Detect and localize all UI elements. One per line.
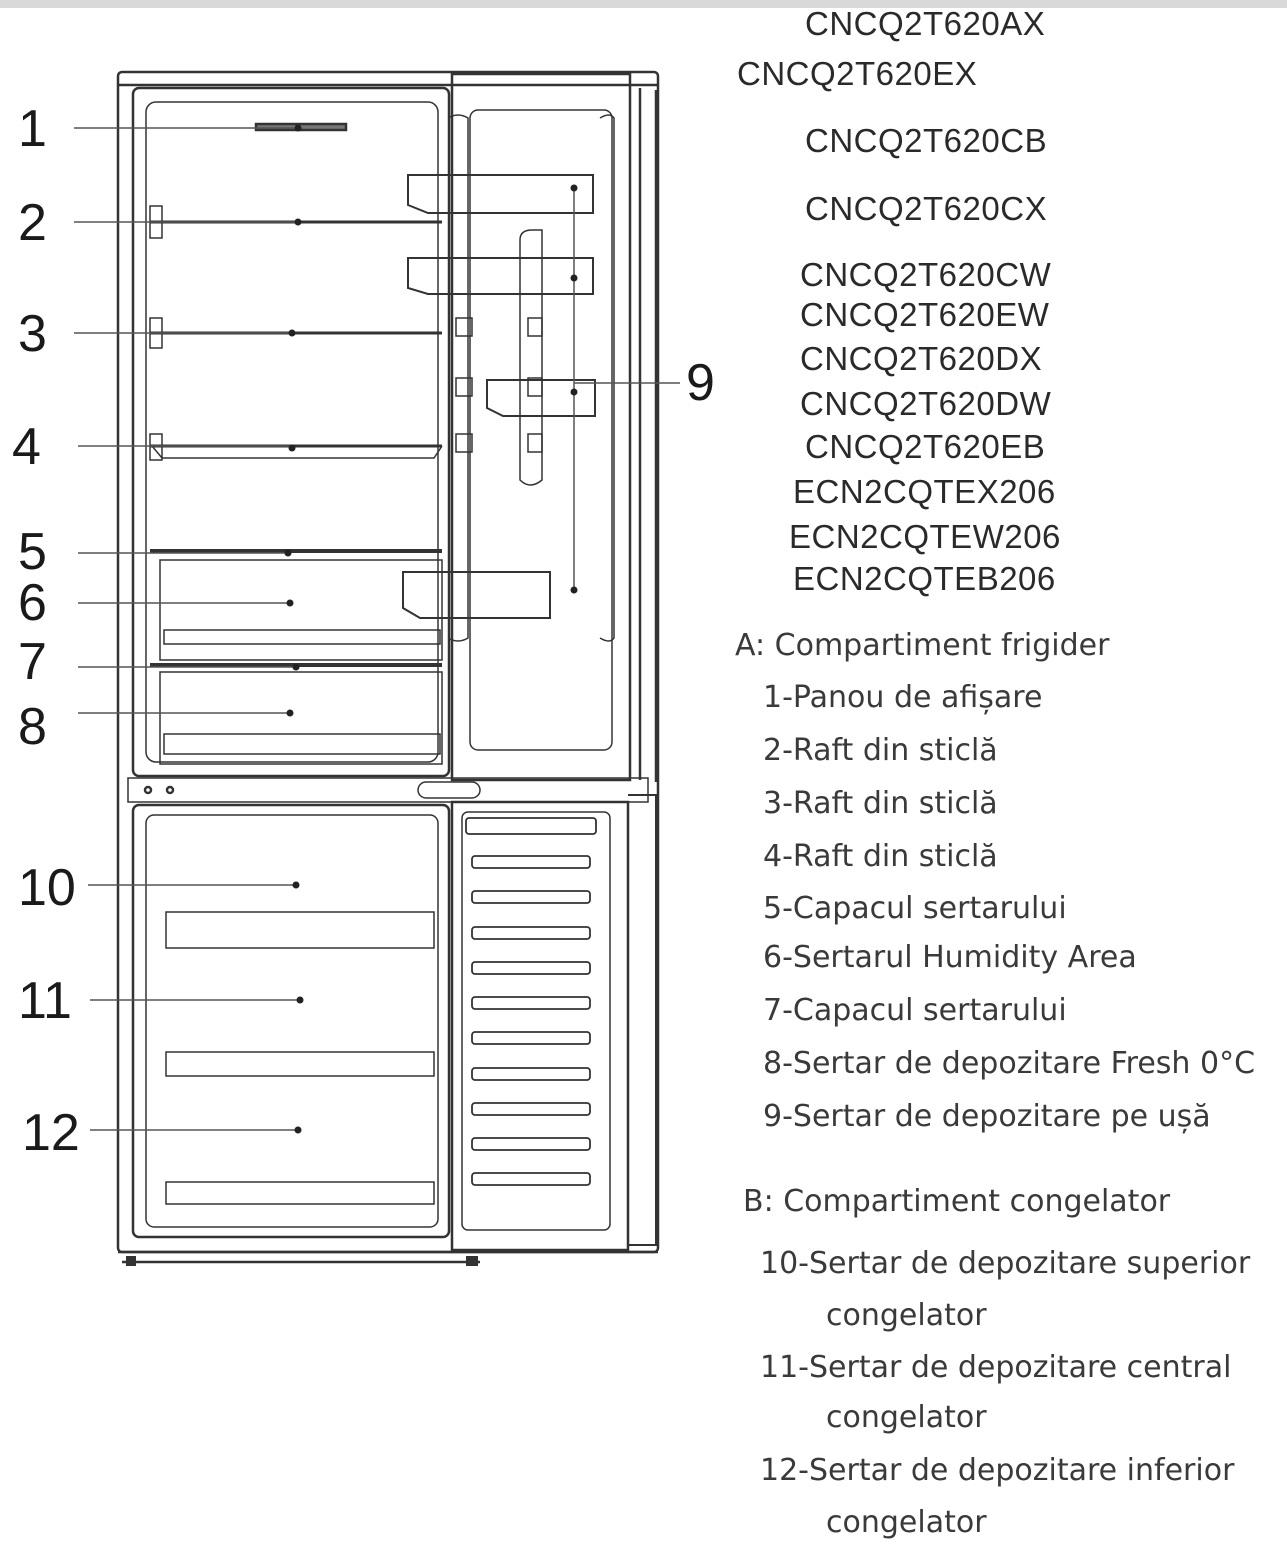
legend-item: 9-Sertar de depozitare pe ușă (763, 1099, 1211, 1134)
freezer-compartment (131, 803, 451, 1239)
legend-item: 12-Sertar de depozitare inferior (760, 1453, 1235, 1488)
model-number: ECN2CQTEX206 (793, 473, 1056, 510)
model-number: CNCQ2T620EB (805, 428, 1046, 465)
model-number: CNCQ2T620CX (805, 190, 1048, 227)
callout-2: 2 (18, 194, 47, 252)
legend-item: 4-Raft din sticlă (763, 839, 998, 874)
model-number: CNCQ2T620CB (805, 122, 1048, 159)
callout-10: 10 (18, 859, 76, 917)
model-number: CNCQ2T620AX (805, 5, 1046, 42)
door-bin-3 (486, 379, 596, 417)
legend-item: 3-Raft din sticlă (763, 786, 998, 821)
callout-3: 3 (18, 305, 47, 363)
fridge-diagram: 1 2 3 4 5 6 7 8 9 10 11 12 (12, 70, 715, 1266)
legend-item: 6-Sertarul Humidity Area (763, 940, 1137, 975)
legend-item: 10-Sertar de depozitare superior (760, 1246, 1251, 1281)
legend-item: 5-Capacul sertarului (763, 891, 1067, 926)
legend-item: 7-Capacul sertarului (763, 993, 1067, 1028)
callout-12: 12 (22, 1104, 80, 1162)
model-number: CNCQ2T620CW (800, 256, 1052, 293)
model-number: CNCQ2T620DW (800, 385, 1052, 422)
callout-5: 5 (18, 523, 47, 581)
door-bin-1 (407, 174, 594, 214)
callout-4: 4 (12, 418, 41, 476)
model-number: ECN2CQTEB206 (793, 560, 1056, 597)
door-bin-4 (402, 571, 551, 619)
model-number: ECN2CQTEW206 (789, 518, 1061, 555)
callout-11: 11 (18, 972, 72, 1030)
humidity-drawer-shape (159, 559, 443, 661)
freezer-heading: B: Compartiment congelator (743, 1184, 1171, 1219)
model-number: CNCQ2T620DX (800, 340, 1043, 377)
callout-6: 6 (18, 574, 47, 632)
model-number: CNCQ2T620EX (737, 55, 978, 92)
door-bin-2 (407, 257, 594, 295)
callout-1: 1 (18, 100, 47, 158)
fridge-compartment (131, 86, 451, 778)
legend-item: 11-Sertar de depozitare central (760, 1350, 1232, 1385)
callout-9: 9 (686, 354, 715, 412)
legend-item: 2-Raft din sticlă (763, 733, 998, 768)
legend-item: 1-Panou de afișare (763, 680, 1043, 715)
callout-8: 8 (18, 698, 47, 756)
freezer-door (450, 800, 630, 1252)
callout-7: 7 (18, 633, 47, 691)
legend-item-continued: congelator (826, 1400, 987, 1435)
model-number: CNCQ2T620EW (800, 296, 1050, 333)
legend-item-continued: congelator (826, 1505, 987, 1540)
fridge-door (450, 72, 632, 782)
fridge-cabinet (116, 70, 660, 1254)
fresh-drawer-shape (159, 671, 443, 765)
legend-item: 8-Sertar de depozitare Fresh 0°C (763, 1046, 1256, 1081)
fridge-heading: A: Compartiment frigider (735, 628, 1110, 663)
legend-item-continued: congelator (826, 1298, 987, 1333)
top-border (0, 0, 1287, 8)
